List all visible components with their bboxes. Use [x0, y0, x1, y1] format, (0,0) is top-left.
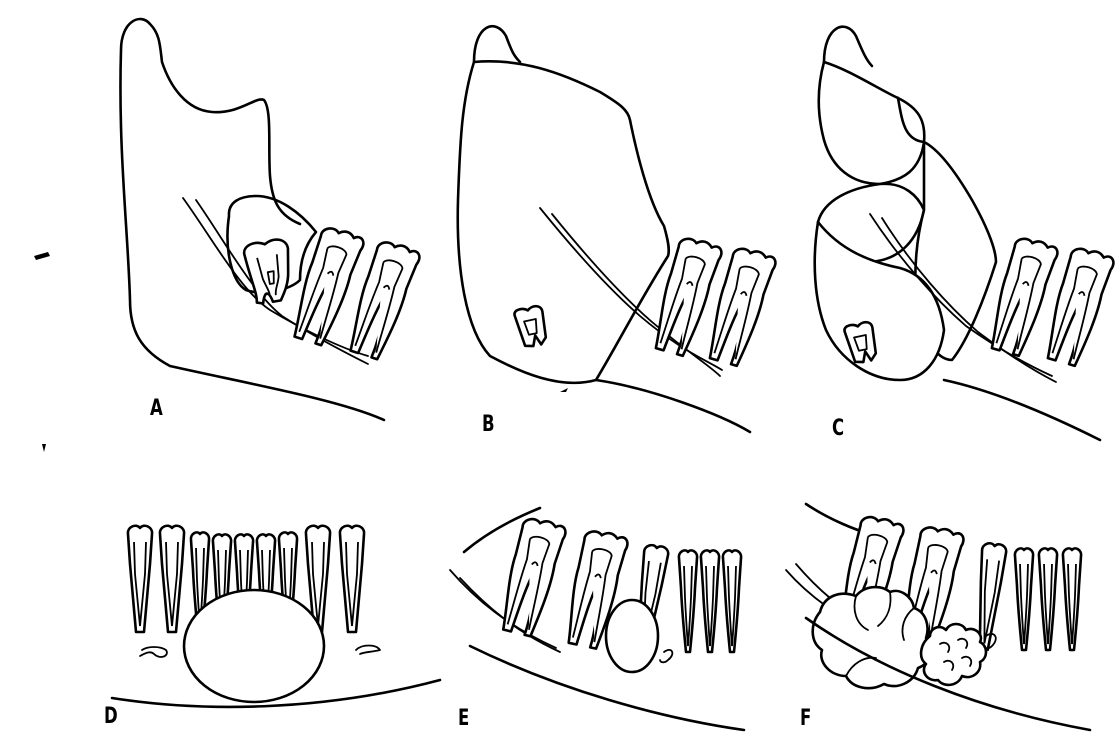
panel-label-d: D	[104, 706, 118, 728]
panel-d-cyst	[184, 590, 324, 702]
panel-b-cyst-outline	[458, 61, 669, 383]
panel-e-tooth-6	[723, 550, 741, 652]
panel-f-small-locules	[921, 624, 986, 685]
panel-e-cyst	[606, 600, 658, 672]
panel-d-illustration	[112, 526, 440, 707]
panel-a-illustration	[120, 19, 421, 420]
panel-e-foramen	[660, 650, 672, 662]
panel-c-lobule-upper	[819, 62, 925, 184]
panel-f-canal-lower	[796, 564, 830, 598]
panel-f-tooth-4	[1015, 548, 1033, 650]
panel-f-multilocular-cyst	[813, 587, 930, 688]
panel-f-tooth-5	[1039, 548, 1057, 650]
panel-e-lower-border	[470, 646, 744, 730]
panel-a-impacted-tooth	[243, 238, 297, 306]
panel-e-tooth-4	[679, 550, 697, 652]
scan-speck-panel-b	[560, 388, 568, 392]
panel-d-tooth-1	[128, 526, 152, 632]
panel-c-illustration	[815, 27, 1116, 440]
scan-speck-left-dot	[42, 444, 46, 452]
panel-b-mandible-outline	[474, 26, 520, 62]
panel-c-mandible-outline	[824, 27, 872, 66]
panel-d-foramen-right	[356, 646, 380, 655]
panel-f-illustration	[786, 504, 1090, 730]
panel-label-a: A	[150, 398, 163, 420]
panel-label-f: F	[800, 708, 811, 730]
panel-label-e: E	[458, 708, 469, 730]
panel-d-tooth-2	[160, 526, 184, 632]
scan-speck-left-arrow	[34, 252, 50, 260]
panel-c-molar-1	[986, 235, 1060, 358]
panel-d-foramen-left	[140, 647, 167, 657]
panel-label-b: B	[482, 414, 495, 436]
panel-f-tooth-6	[1063, 548, 1081, 650]
panel-e-illustration	[450, 508, 744, 730]
panel-e-molar-1	[497, 516, 567, 639]
panel-b-lower-border	[596, 380, 750, 432]
panel-a-ramus-outline	[120, 19, 384, 420]
panel-b-illustration	[458, 26, 778, 432]
panel-c-lower-border	[944, 380, 1100, 440]
panel-d-tooth-9	[340, 526, 364, 632]
panel-label-c: C	[832, 418, 844, 440]
panel-e-tooth-5	[701, 550, 719, 652]
